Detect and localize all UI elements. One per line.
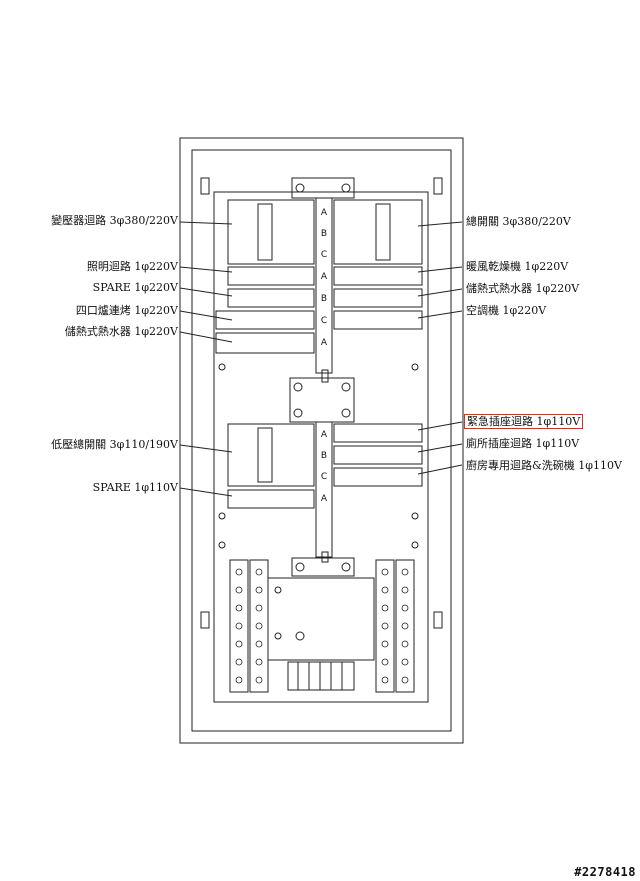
control-box [267, 577, 375, 661]
mounting-plate [213, 191, 429, 703]
label-water-heater-left: 儲熱式熱水器 1φ220V [64, 325, 178, 338]
label-lighting: 照明迴路 1φ220V [86, 260, 178, 273]
phase-b-lower-1: B [321, 451, 327, 461]
label-kitchen-dishwasher: 廚房專用迴路&洗碗機 1φ110V [466, 459, 622, 472]
label-transformer: 變壓器迴路 3φ380/220V [51, 214, 178, 227]
phase-c-upper-1: C [321, 250, 327, 260]
inner-enclosure [191, 149, 452, 732]
phase-b-upper-1: B [321, 229, 327, 239]
phase-a-lower-1: A [321, 430, 328, 440]
phase-a-upper-2: A [321, 272, 328, 282]
phase-a-lower-2: A [321, 494, 328, 504]
label-main-switch: 總開關 3φ380/220V [466, 215, 571, 228]
phase-b-upper-2: B [321, 294, 327, 304]
label-water-heater-right: 儲熱式熱水器 1φ220V [466, 282, 580, 295]
phase-c-lower-1: C [321, 472, 327, 482]
label-emergency-outlet: 緊急插座迴路 1φ110V [464, 414, 584, 429]
label-spare-220: SPARE 1φ220V [92, 281, 178, 294]
outer-enclosure [179, 137, 464, 744]
label-spare-110: SPARE 1φ110V [92, 481, 178, 494]
label-toilet-outlet: 廁所插座迴路 1φ110V [466, 437, 580, 450]
label-dryer: 暖風乾燥機 1φ220V [466, 260, 569, 273]
label-lv-main-switch: 低壓總開關 3φ110/190V [51, 438, 178, 451]
document-stamp: #2278418 [574, 865, 636, 879]
phase-a-upper-3: A [321, 338, 328, 348]
phase-c-upper-2: C [321, 316, 327, 326]
label-air-conditioner: 空調機 1φ220V [466, 304, 547, 317]
phase-a-upper-1: A [321, 208, 328, 218]
label-oven: 四口爐連烤 1φ220V [75, 304, 178, 317]
